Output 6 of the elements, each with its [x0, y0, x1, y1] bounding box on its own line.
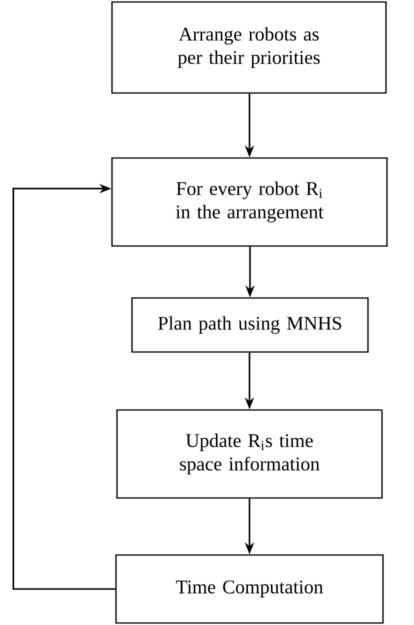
process-box: Time Computation — [115, 554, 384, 624]
arrow — [12, 184, 116, 590]
process-box: Plan path using MNHS — [131, 297, 369, 353]
process-box: Update R$_{i}$s time space information — [116, 409, 383, 499]
process-box: Arrange robots as per their priorities — [111, 1, 387, 94]
process-box: For every robot R$_{i}$ in the arrangement — [111, 157, 388, 247]
